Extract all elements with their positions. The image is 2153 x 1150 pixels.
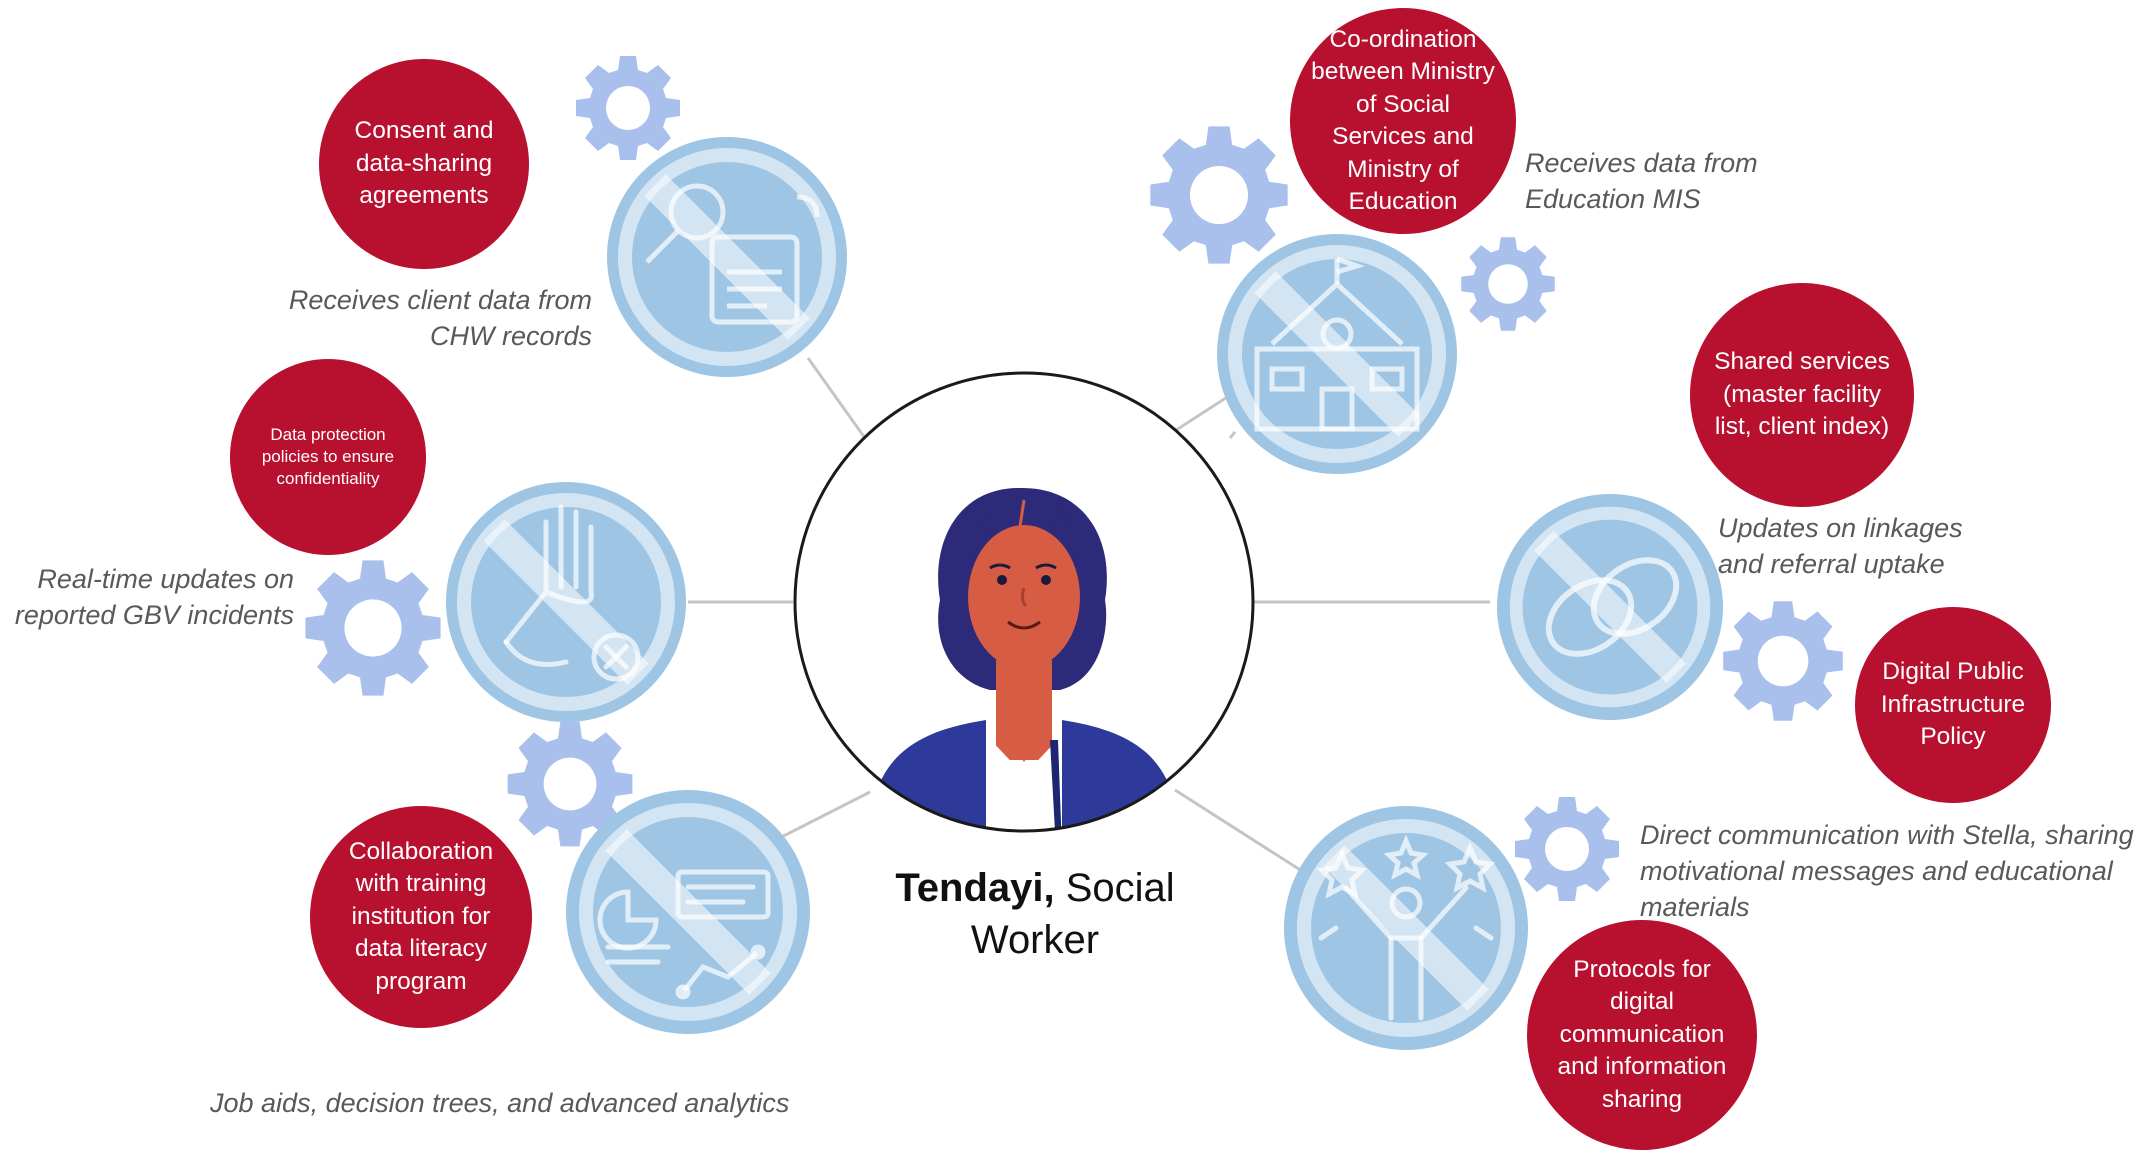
gear-icon (576, 56, 680, 160)
red-circle-coordination: Co-ordination between Ministry of Social… (1290, 8, 1516, 234)
disc-mid-left (446, 482, 686, 722)
consent-text: Consent and data-sharing agreements (354, 117, 494, 210)
caption-gbv-updates: Real-time updates on reported GBV incide… (14, 564, 294, 630)
connector-top-right-b (1169, 392, 1233, 436)
coordination-text: Co-ordination between Ministry of Social… (1311, 25, 1495, 216)
shared-services-text: Shared services (master facility list, c… (1714, 348, 1890, 441)
person-role-line1: Social (1065, 866, 1175, 910)
protocols-text: Protocols for digital communication and … (1557, 955, 1727, 1113)
gear-icon (1150, 126, 1288, 264)
portrait (793, 371, 1255, 833)
person-label: Tendayi, Social Worker (860, 862, 1210, 966)
red-circle-protocols: Protocols for digital communication and … (1527, 920, 1757, 1150)
caption-education-mis: Receives data from Education MIS (1525, 148, 1758, 214)
caption-direct-communication: Direct communication with Stella, sharin… (1640, 820, 2134, 922)
shirt (982, 735, 1066, 831)
red-circle-dpi-policy: Digital Public Infrastructure Policy (1855, 607, 2051, 803)
disc-bottom-right (1284, 806, 1528, 1050)
caption-chw-records: Receives client data from CHW records (288, 285, 592, 351)
red-circle-shared-services: Shared services (master facility list, c… (1690, 283, 1914, 507)
disc-mid-right (1497, 494, 1723, 720)
collaboration-text: Collaboration with training institution … (348, 837, 494, 995)
caption-linkages: Updates on linkages and referral uptake (1718, 513, 1963, 579)
gear-icon (1515, 797, 1619, 901)
data-protection-text: Data protection policies to ensure confi… (261, 425, 395, 488)
connector-bottom-right (1174, 788, 1306, 875)
caption-job-aids: Job aids, decision trees, and advanced a… (210, 1088, 790, 1118)
disc-bottom-left (566, 790, 810, 1034)
eye-right (1041, 575, 1051, 585)
gear-icon (1723, 601, 1843, 721)
connector-top-right (1228, 431, 1237, 439)
gear-icon (1461, 237, 1555, 331)
red-circle-consent: Consent and data-sharing agreements (319, 59, 529, 269)
face (968, 525, 1080, 669)
connector-top-left (806, 357, 874, 449)
diagram-canvas (305, 56, 1843, 1050)
gear-icon (305, 560, 441, 696)
eye-left (997, 575, 1007, 585)
dpi-policy-text: Digital Public Infrastructure Policy (1880, 658, 2026, 751)
disc-top-right (1217, 234, 1457, 474)
red-circle-data-protection: Data protection policies to ensure confi… (230, 359, 426, 555)
linked-rings-icon (1545, 557, 1680, 657)
person-role-line2: Worker (970, 918, 1100, 962)
disc-top-left (607, 137, 847, 377)
red-circle-collaboration: Collaboration with training institution … (310, 806, 532, 1028)
person-name: Tendayi, (895, 866, 1055, 910)
